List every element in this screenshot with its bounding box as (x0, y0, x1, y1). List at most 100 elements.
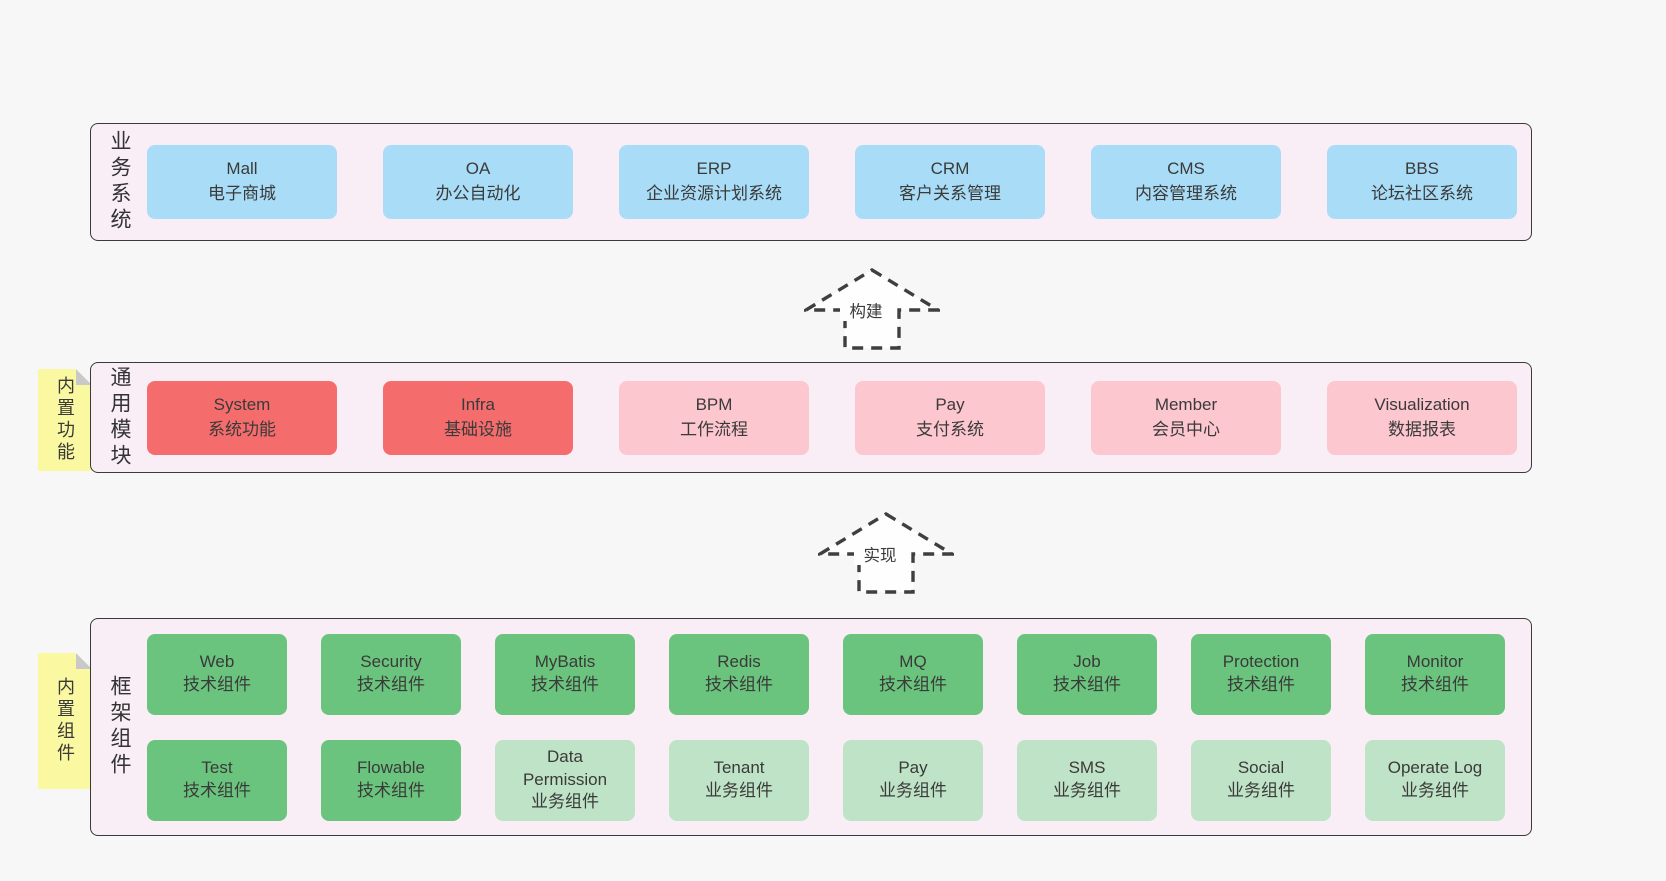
box-subtitle: 数据报表 (1388, 419, 1456, 439)
box-title: Infra (460, 394, 496, 414)
module-box-mybatis: MyBatis 技术组件 (495, 633, 635, 715)
box-title: Visualization (1374, 394, 1470, 414)
module-box-web: Web 技术组件 (147, 633, 287, 715)
module-box-system: System 系统功能 (147, 380, 337, 455)
box-subtitle: 技术组件 (357, 675, 425, 694)
box-subtitle: 客户关系管理 (899, 184, 1001, 203)
box-subtitle: 论坛社区系统 (1371, 184, 1473, 203)
box-title: Job (1073, 652, 1101, 672)
box-subtitle: 支付系统 (916, 419, 984, 439)
module-box-visualization: Visualization 数据报表 (1327, 380, 1517, 455)
box-subtitle: 工作流程 (680, 419, 748, 439)
module-box-mq: MQ 技术组件 (843, 633, 983, 715)
box-subtitle: 技术组件 (531, 675, 599, 694)
box-subtitle: 业务组件 (1053, 781, 1121, 800)
section-label-framework-components: 框架组件 (108, 675, 131, 779)
box-row: Mall 电子商城 OA 办公自动化 ERP 企业资源计划系统 CRM 客户关系管理 CMS 内容… (147, 145, 1531, 219)
sticky-tag-builtin-features: 内置功能 (38, 369, 92, 471)
module-box-infra: Infra 基础设施 (383, 380, 573, 455)
box-subtitle: 系统功能 (208, 419, 276, 439)
module-box-tenant: Tenant 业务组件 (669, 739, 809, 821)
box-title: Tenant (713, 758, 765, 778)
box-title: SMS (1068, 758, 1106, 778)
tag-label: 内置组件 (55, 677, 75, 765)
module-box-mall: Mall 电子商城 (147, 145, 337, 219)
box-title: Security (360, 652, 422, 672)
box-subtitle: 业务组件 (879, 781, 947, 800)
module-box-security: Security 技术组件 (321, 633, 461, 715)
box-title: BBS (1404, 159, 1440, 179)
box-subtitle: 电子商城 (208, 184, 276, 203)
box-subtitle: 技术组件 (1053, 675, 1121, 694)
box-title: Web (199, 652, 235, 672)
box-title: Mall (226, 159, 258, 179)
module-box-test: Test 技术组件 (147, 739, 287, 821)
box-title: CRM (930, 159, 970, 179)
box-title: Test (201, 758, 233, 778)
box-subtitle: 业务组件 (531, 792, 599, 812)
box-subtitle: 技术组件 (705, 675, 773, 694)
module-box-crm: CRM 客户关系管理 (855, 145, 1045, 219)
arrow-label-implement: 实现 (864, 546, 897, 565)
box-subtitle: 办公自动化 (435, 184, 521, 203)
module-box-oa: OA 办公自动化 (383, 145, 573, 219)
box-subtitle: 技术组件 (183, 781, 251, 800)
box-subtitle: 企业资源计划系统 (646, 184, 782, 203)
module-box-bbs: BBS 论坛社区系统 (1327, 145, 1517, 219)
box-title: ERP (696, 159, 732, 179)
box-row: System 系统功能 Infra 基础设施 BPM 工作流程 Pay 支付系统 Member 会… (147, 380, 1531, 455)
box-title: Pay (898, 758, 928, 778)
module-box-job: Job 技术组件 (1017, 633, 1157, 715)
box-title: Redis (717, 652, 761, 672)
section-label-business-systems: 业务系统 (108, 130, 131, 234)
box-title: Monitor (1406, 652, 1464, 672)
tag-label: 内置功能 (55, 376, 75, 464)
module-box-bpm: BPM 工作流程 (619, 380, 809, 455)
section-common-modules: 通用模块 System 系统功能 Infra 基础设施 BPM 工作流程 Pay 支付系统 Me… (90, 362, 1532, 473)
box-title: Protection (1222, 652, 1300, 672)
box-title: Data Permission (522, 746, 608, 789)
module-box-flowable: Flowable 技术组件 (321, 739, 461, 821)
box-title: Social (1237, 758, 1285, 778)
box-title: Member (1154, 394, 1218, 414)
box-title: Pay (935, 394, 965, 414)
box-subtitle: 技术组件 (879, 675, 947, 694)
module-box-social: Social 业务组件 (1191, 739, 1331, 821)
box-title: Flowable (356, 758, 426, 778)
box-subtitle: 技术组件 (357, 781, 425, 800)
box-subtitle: 业务组件 (1227, 781, 1295, 800)
box-title: System (213, 394, 271, 414)
section-label-common-modules: 通用模块 (108, 365, 131, 470)
box-subtitle: 基础设施 (444, 419, 512, 439)
module-box-protection: Protection 技术组件 (1191, 633, 1331, 715)
module-box-pay: Pay 业务组件 (843, 739, 983, 821)
box-title: BPM (695, 394, 733, 414)
dashed-up-arrow-implement: 实现 (818, 512, 954, 594)
box-subtitle: 技术组件 (183, 675, 251, 694)
module-box-monitor: Monitor 技术组件 (1365, 633, 1505, 715)
arrow-label-bg (854, 544, 906, 565)
box-subtitle: 内容管理系统 (1135, 184, 1237, 203)
box-title: CMS (1167, 159, 1205, 179)
module-box-cms: CMS 内容管理系统 (1091, 145, 1281, 219)
dashed-up-arrow-build: 构建 (804, 268, 940, 350)
box-subtitle: 业务组件 (705, 781, 773, 800)
box-title: MQ (899, 652, 927, 672)
section-business-systems: 业务系统 Mall 电子商城 OA 办公自动化 ERP 企业资源计划系统 CRM 客户关系管理… (90, 123, 1532, 241)
box-title: MyBatis (534, 652, 596, 672)
sticky-tag-builtin-components: 内置组件 (38, 653, 92, 789)
box-subtitle: 技术组件 (1401, 675, 1469, 694)
box-rows: System 系统功能 Infra 基础设施 BPM 工作流程 Pay 支付系统 Member 会… (147, 363, 1531, 472)
box-subtitle: 会员中心 (1152, 419, 1220, 439)
module-box-redis: Redis 技术组件 (669, 633, 809, 715)
box-subtitle: 技术组件 (1227, 675, 1295, 694)
box-title: OA (465, 159, 491, 179)
box-title: Operate Log (1387, 758, 1483, 778)
module-box-sms: SMS 业务组件 (1017, 739, 1157, 821)
